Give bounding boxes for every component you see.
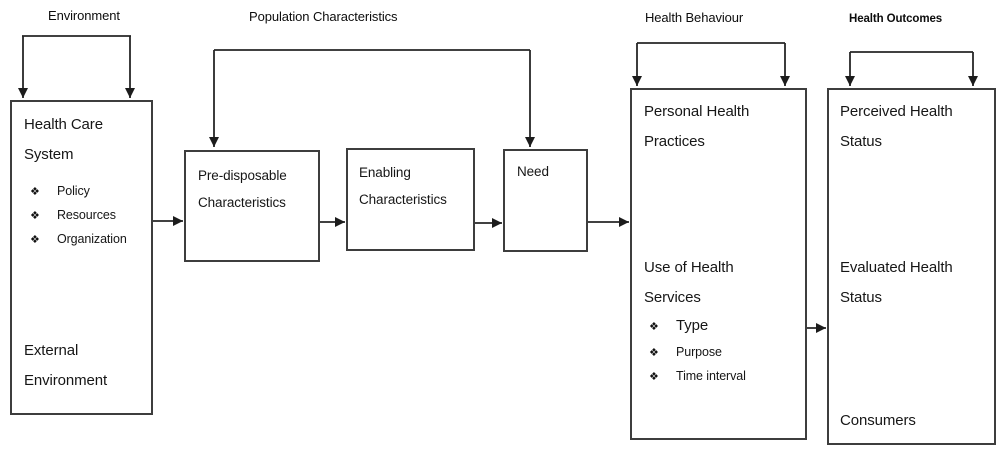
box-line: Need: [517, 164, 549, 179]
box-line: Characteristics: [198, 195, 286, 210]
bullet-item: ❖ Resources: [30, 208, 127, 222]
population-characteristics-bracket: [209, 49, 535, 147]
title-line: Practices: [644, 133, 705, 150]
subtitle-line: Use of Health: [644, 259, 734, 276]
bullet-label: Policy: [57, 184, 90, 198]
bullet-label: Type: [676, 317, 709, 334]
box-line: Enabling: [359, 165, 411, 180]
enabling-characteristics-text: Enabling Characteristics: [359, 159, 447, 213]
footer-line: Environment: [24, 372, 108, 389]
bullet-item: ❖ Organization: [30, 232, 127, 246]
population-characteristics-label: Population Characteristics: [249, 9, 398, 24]
perceived-health-status-text: Perceived Health Status: [840, 97, 953, 157]
bullet-item: ❖ Time interval: [649, 369, 746, 383]
predisposable-characteristics-box: Pre-disposable Characteristics: [184, 150, 320, 262]
box-line: Pre-disposable: [198, 168, 287, 183]
box-line: Characteristics: [359, 192, 447, 207]
bullet-item: ❖ Type: [649, 317, 746, 334]
bullet-label: Time interval: [676, 369, 746, 383]
title-line: Status: [840, 133, 882, 150]
footer-line: External: [24, 342, 79, 359]
diamond-bullet-icon: ❖: [30, 186, 40, 198]
health-outcomes-bracket: [845, 51, 978, 86]
bullet-item: ❖ Purpose: [649, 345, 746, 359]
predisposable-characteristics-text: Pre-disposable Characteristics: [198, 162, 287, 216]
environment-bracket: [18, 35, 135, 98]
enabling-characteristics-box: Enabling Characteristics: [346, 148, 475, 251]
diamond-bullet-icon: ❖: [649, 347, 659, 359]
use-of-health-services-bullet-list: ❖ Type ❖ Purpose ❖ Time interval: [649, 317, 746, 393]
subtitle-line: Evaluated Health: [840, 259, 953, 276]
health-outcomes-label: Health Outcomes: [849, 13, 943, 25]
diamond-bullet-icon: ❖: [30, 210, 40, 222]
diamond-bullet-icon: ❖: [649, 321, 659, 333]
title-line: Perceived Health: [840, 103, 953, 120]
bullet-label: Organization: [57, 232, 127, 246]
health-care-system-bullet-list: ❖ Policy ❖ Resources ❖ Organization: [30, 184, 127, 256]
personal-health-practices-text: Personal Health Practices: [644, 97, 749, 157]
health-behaviour-bracket: [632, 42, 790, 86]
bullet-label: Resources: [57, 208, 116, 222]
health-behaviour-label: Health Behaviour: [645, 10, 744, 25]
title-line: Personal Health: [644, 103, 750, 120]
evaluated-health-status-text: Evaluated Health Status: [840, 253, 953, 313]
bullet-label: Purpose: [676, 345, 722, 359]
environment-label: Environment: [48, 8, 120, 23]
subtitle-line: Services: [644, 289, 701, 306]
subtitle-line: Status: [840, 289, 882, 306]
need-box: Need: [503, 149, 588, 252]
health-outcomes-box: Perceived Health Status Evaluated Health…: [827, 88, 996, 445]
personal-health-box: Personal Health Practices Use of Health …: [630, 88, 807, 440]
consumers-text: Consumers: [840, 412, 916, 429]
use-of-health-services-text: Use of Health Services: [644, 253, 734, 313]
health-care-system-title: Health Care System: [24, 110, 103, 170]
title-line: System: [24, 146, 74, 163]
health-care-system-box: Health Care System ❖ Policy ❖ Resources …: [10, 100, 153, 415]
title-line: Health Care: [24, 116, 103, 133]
need-text: Need: [517, 158, 549, 185]
diamond-bullet-icon: ❖: [30, 234, 40, 246]
bullet-item: ❖ Policy: [30, 184, 127, 198]
external-environment-text: External Environment: [24, 336, 107, 396]
diamond-bullet-icon: ❖: [649, 371, 659, 383]
